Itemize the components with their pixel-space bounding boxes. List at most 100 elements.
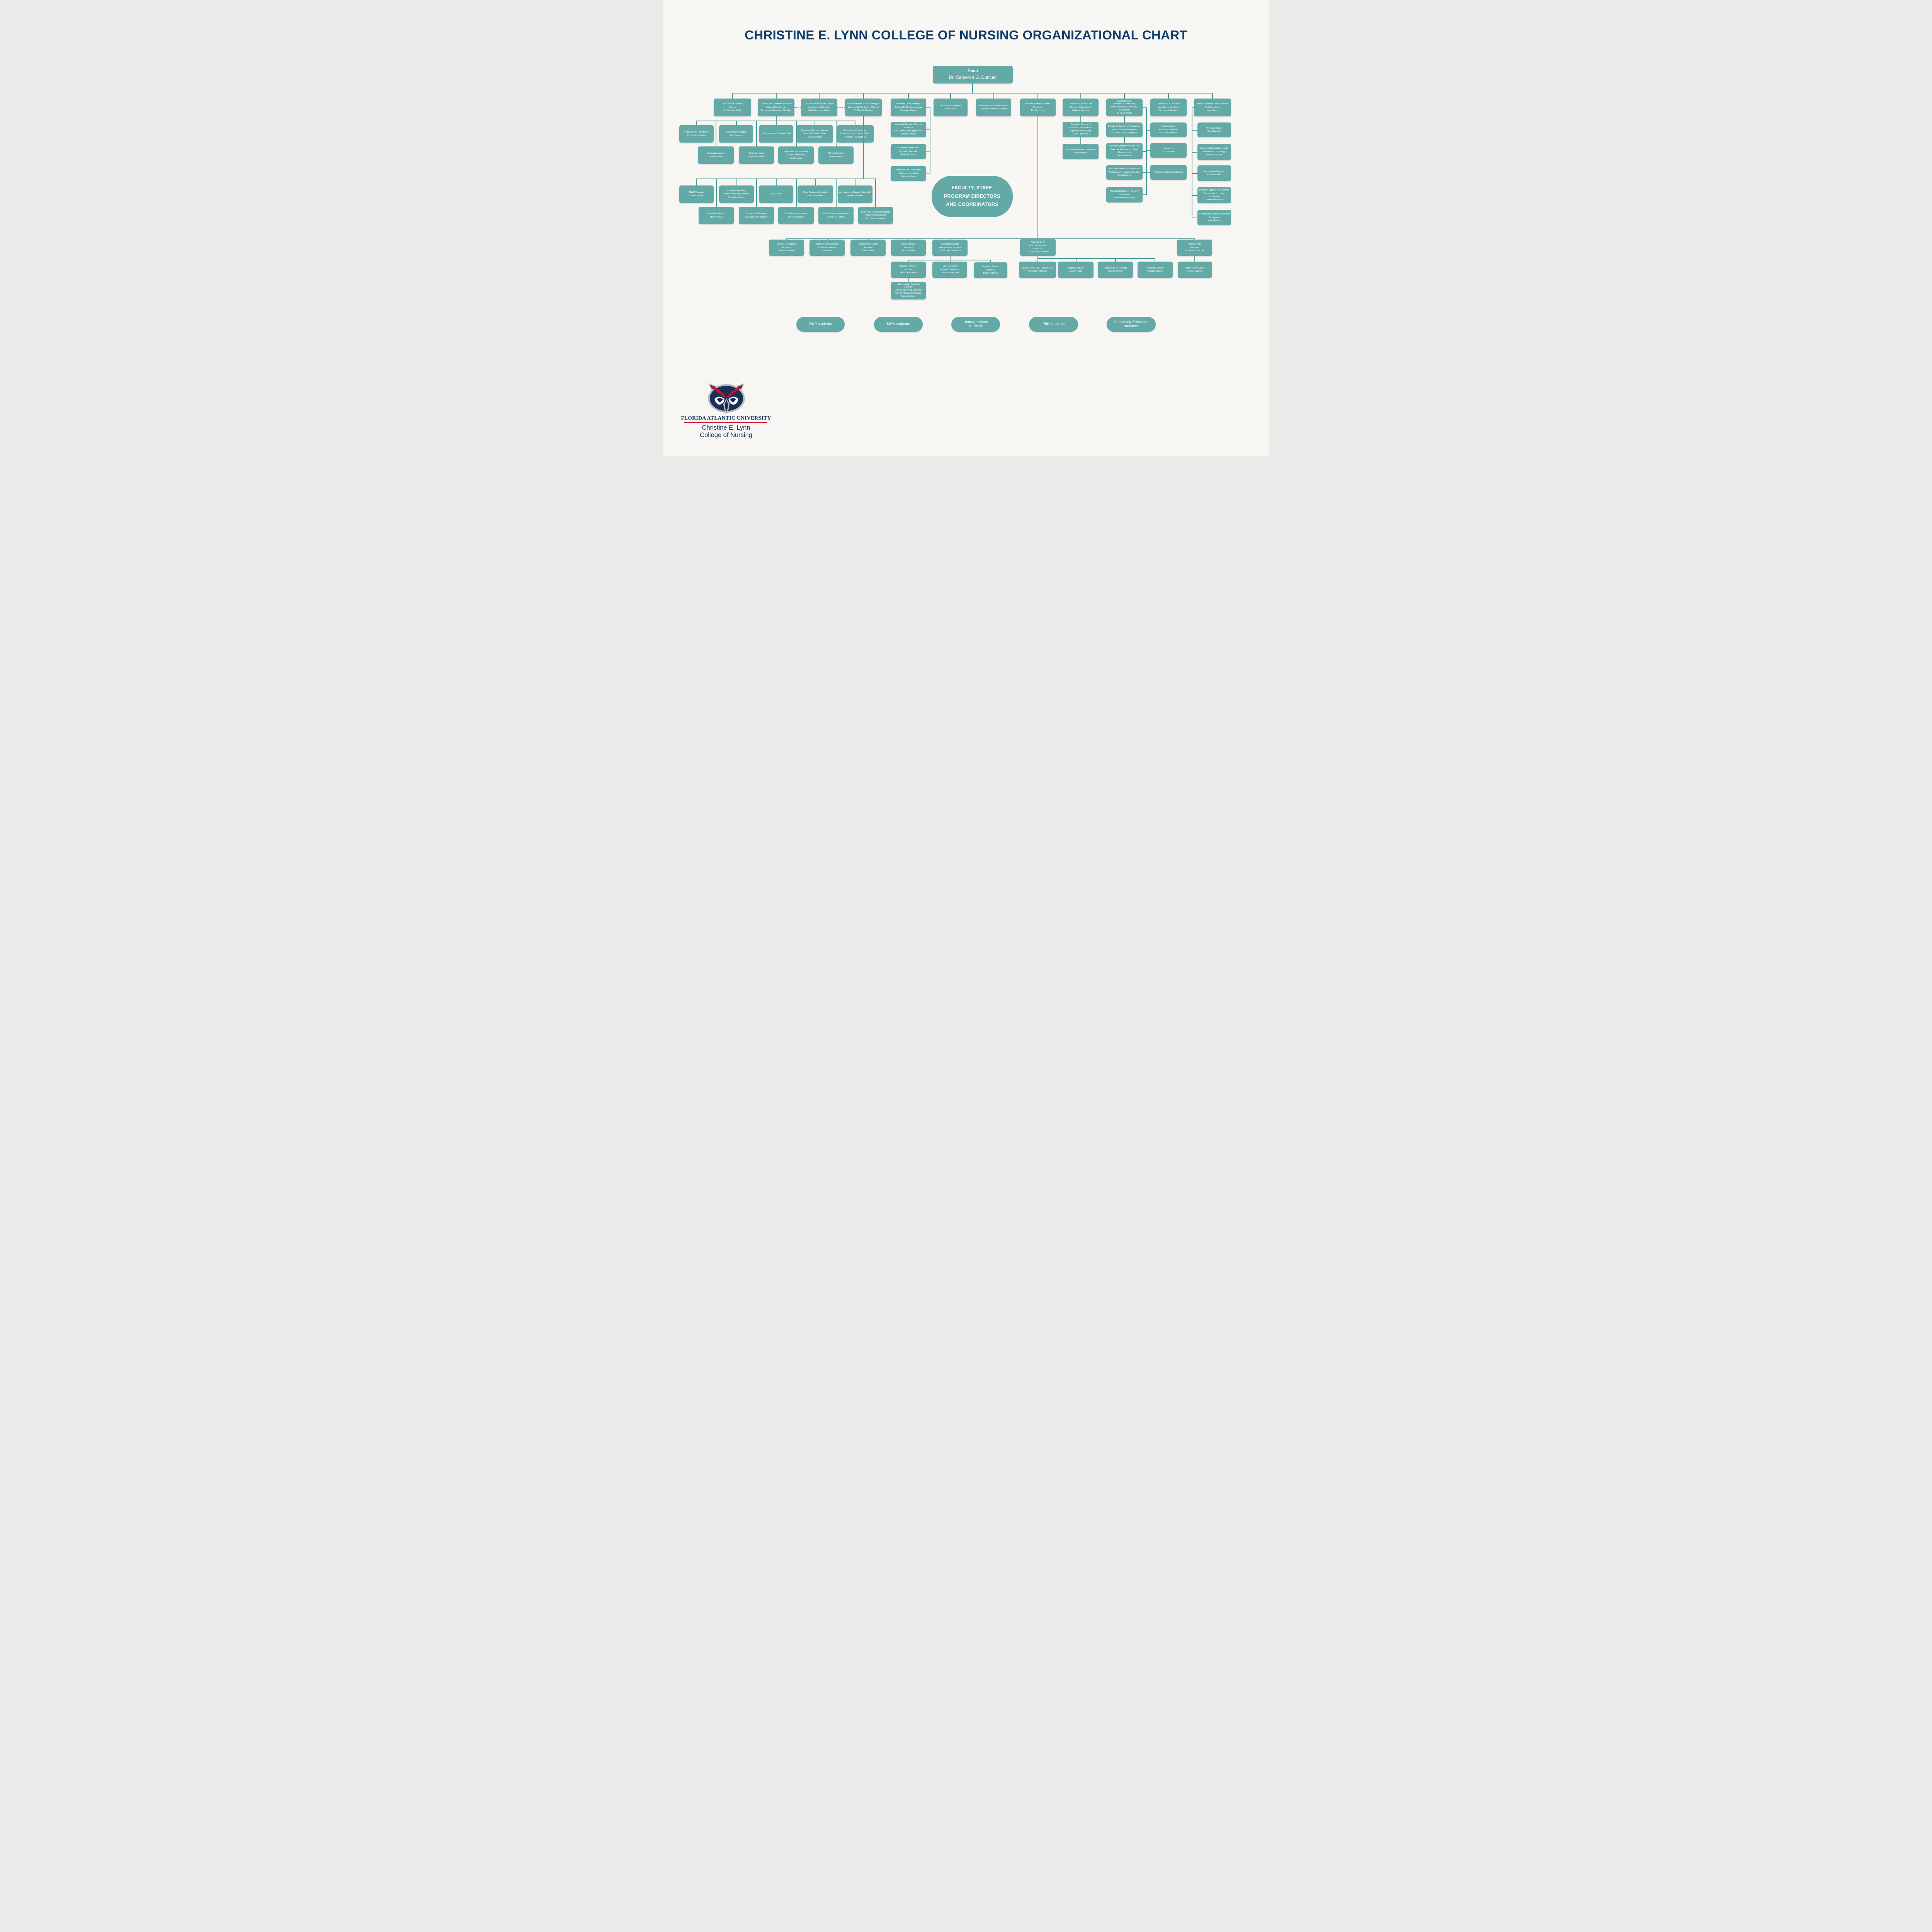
org-box-advisor-beasley: Academic Advisor Amanda Beasley [1138,262,1173,278]
connector-line [1192,107,1194,108]
connector-line [908,260,909,262]
connector-line [696,179,697,185]
connector-line [1212,93,1213,99]
org-box-background-specialist: Background Specialist Colleen Alcantara-… [810,240,845,256]
connector-line [1192,173,1197,174]
connector-line [786,238,1195,239]
connector-line [1037,93,1038,99]
org-box-rn-primary: Registered Nurse in Primary Care/ HRSA M… [796,125,833,143]
org-box-social-case-mgr: Social Case Manager Laquisha Jean Baptis… [739,207,774,224]
connector-line [1146,172,1150,173]
connector-line [776,116,777,121]
org-box-comms-marketing: Communications and Marketing Specialist … [891,144,926,159]
org-box-clinic-asst-sched: Clinic Assistant/Scheduler Diala Aboulab… [798,185,833,203]
org-box-web-developer: Web Developerr Craig Lasrado [1197,122,1231,137]
dean-role: Dean [968,68,978,73]
org-box-medical-asst: Medical Assistant Jean Apolliner [698,146,734,164]
connector-line [736,121,737,125]
org-box-ug-advisors: Undergraduate Academic Advisors: Javaris… [891,282,926,299]
org-box-instructional-designer: Instructional Designer Dr. Veronica Diaz [1197,165,1231,181]
connector-line [1143,194,1146,195]
org-box-assoc-dean-research: Associate Dean Research & Scholarship Of… [1106,99,1143,116]
connector-line [926,151,930,152]
org-box-davie-secretary: Davie Campus Secretary Alice Montford [891,240,926,256]
org-box-clinical-onboarding: Clinical Onboarding Specialist Janice Mi… [850,240,886,256]
connector-line [776,179,777,185]
pill-msn-students: MSN students [874,317,923,332]
org-box-dir-academic-programs: Director of Academic Programs Valentine … [769,240,804,256]
connector-line [819,93,820,99]
org-box-mwc-manager: MWC Manager Krista Landells [679,185,714,203]
connector-line [1037,256,1038,258]
connector-line [926,107,930,108]
connector-line [836,121,837,146]
connector-line [863,116,864,179]
connector-line [736,179,737,185]
connector-line [950,93,951,99]
org-box-dir-financial-personnel: Director of Financial and Personnel Oper… [1063,99,1099,116]
connector-line [1037,116,1038,238]
org-box-sysadmin-hit: System Administrator, Health Information… [1197,144,1231,160]
org-box-ub-kinsey: UB Kinsey and Westgate Staff [759,125,793,143]
connector-line [863,93,864,99]
connector-line [1194,256,1195,262]
connector-line [1080,93,1081,99]
org-box-dir-research: Director of Research, Scholarship, and S… [1106,122,1143,137]
org-box-asst-dean-strategic: Assistant Dean, Strategic Affairs & Publ… [891,99,926,116]
org-box-mwc-staff: MWC Staff [759,185,793,203]
org-box-adult-day-nurse: Adult Day Center Nurse Sophia Robinson [778,207,814,224]
connector-line [796,121,797,146]
connector-line [776,121,777,125]
connector-line [950,260,951,262]
connector-line [1192,152,1197,153]
page-title: CHRISTINE E. LYNN COLLEGE OF NURSING ORG… [745,28,1187,42]
connector-line [732,93,1213,94]
connector-line [972,83,973,93]
connector-line [1194,238,1195,240]
connector-line [875,179,876,207]
org-box-assoc-dir-business: Associate Director of Business Operation… [1063,122,1099,137]
connector-line [756,121,757,146]
org-box-assoc-dir-programs: Associate Director for Research Programs… [1106,165,1143,180]
org-box-health-it-support: Health IT Support and Systems Technician… [1197,187,1231,203]
org-box-fiscal-admin-coord: Fiscal Administrative Coordinator Robson… [1063,144,1099,159]
connector-line [696,121,697,125]
connector-line [815,179,816,185]
connector-line [1146,130,1150,131]
fau-red-rule [684,422,767,423]
connector-line [926,129,930,130]
org-box-asst-dir-research-ops: Assistant Director of Research Operation… [1106,187,1143,202]
org-box-dir-finance-clinical: Director of Finance for Clinical Program… [801,99,837,116]
connector-line-dashed [837,107,845,108]
connector-line [1192,130,1197,131]
connector-line [786,238,787,240]
pill-undergraduate-students: Undergraduate students [951,317,1000,332]
org-box-dir-development: Director of Development Jillian Baker [934,99,968,116]
connector-line [827,238,828,240]
org-box-asst-dean-ug: Assistant Dean for Undergraduate Program… [932,240,968,256]
connector-line [950,238,951,240]
connector-line [908,93,909,99]
connector-line [1037,258,1155,259]
org-box-coord-exec-asst: Coordinator & Executive Assistant to the… [1150,99,1187,116]
org-box-recruiter-outreach: Recruiter and Community Outreach Special… [891,166,926,181]
connector-line [908,278,909,282]
connector-line [1124,137,1125,143]
connector-line [1037,258,1038,262]
org-box-asst-dean-grad: Assistant Dean Graduate Practice Program… [1020,239,1056,256]
org-box-assoc-dean-assessment: Associate Dean of Assessment, Evaluation… [976,99,1011,116]
dean-name: Dr. Cameron G. Duncan [949,75,997,80]
connector-line [908,238,909,240]
org-box-postdoc-fellows: Postdoctoral Research Fellows [1150,165,1187,180]
org-box-secretary-student: Secretary, Student Services Belinda Murr… [974,262,1007,278]
org-box-ops-manager: Operations Manager Julia Gorman [719,125,753,143]
org-box-assoc-dir-grant: Associate Director for Research Financia… [1106,143,1143,159]
org-box-sr-exec-dir-it: Senior Executive Director, Health IT & O… [1194,99,1231,116]
connector-line [1143,172,1146,173]
org-box-fau-ncha: FAU/NCHA Community Health Center Clinic … [758,99,794,116]
org-chart-page: CHRISTINE E. LYNN COLLEGE OF NURSING ORG… [663,0,1269,456]
connector-line [1192,195,1197,196]
connector-line [1076,258,1077,262]
connector-line [868,238,869,240]
org-box-assoc-dean-academic: Associate Dean Academic Programs Dr. Joy… [1020,99,1056,116]
